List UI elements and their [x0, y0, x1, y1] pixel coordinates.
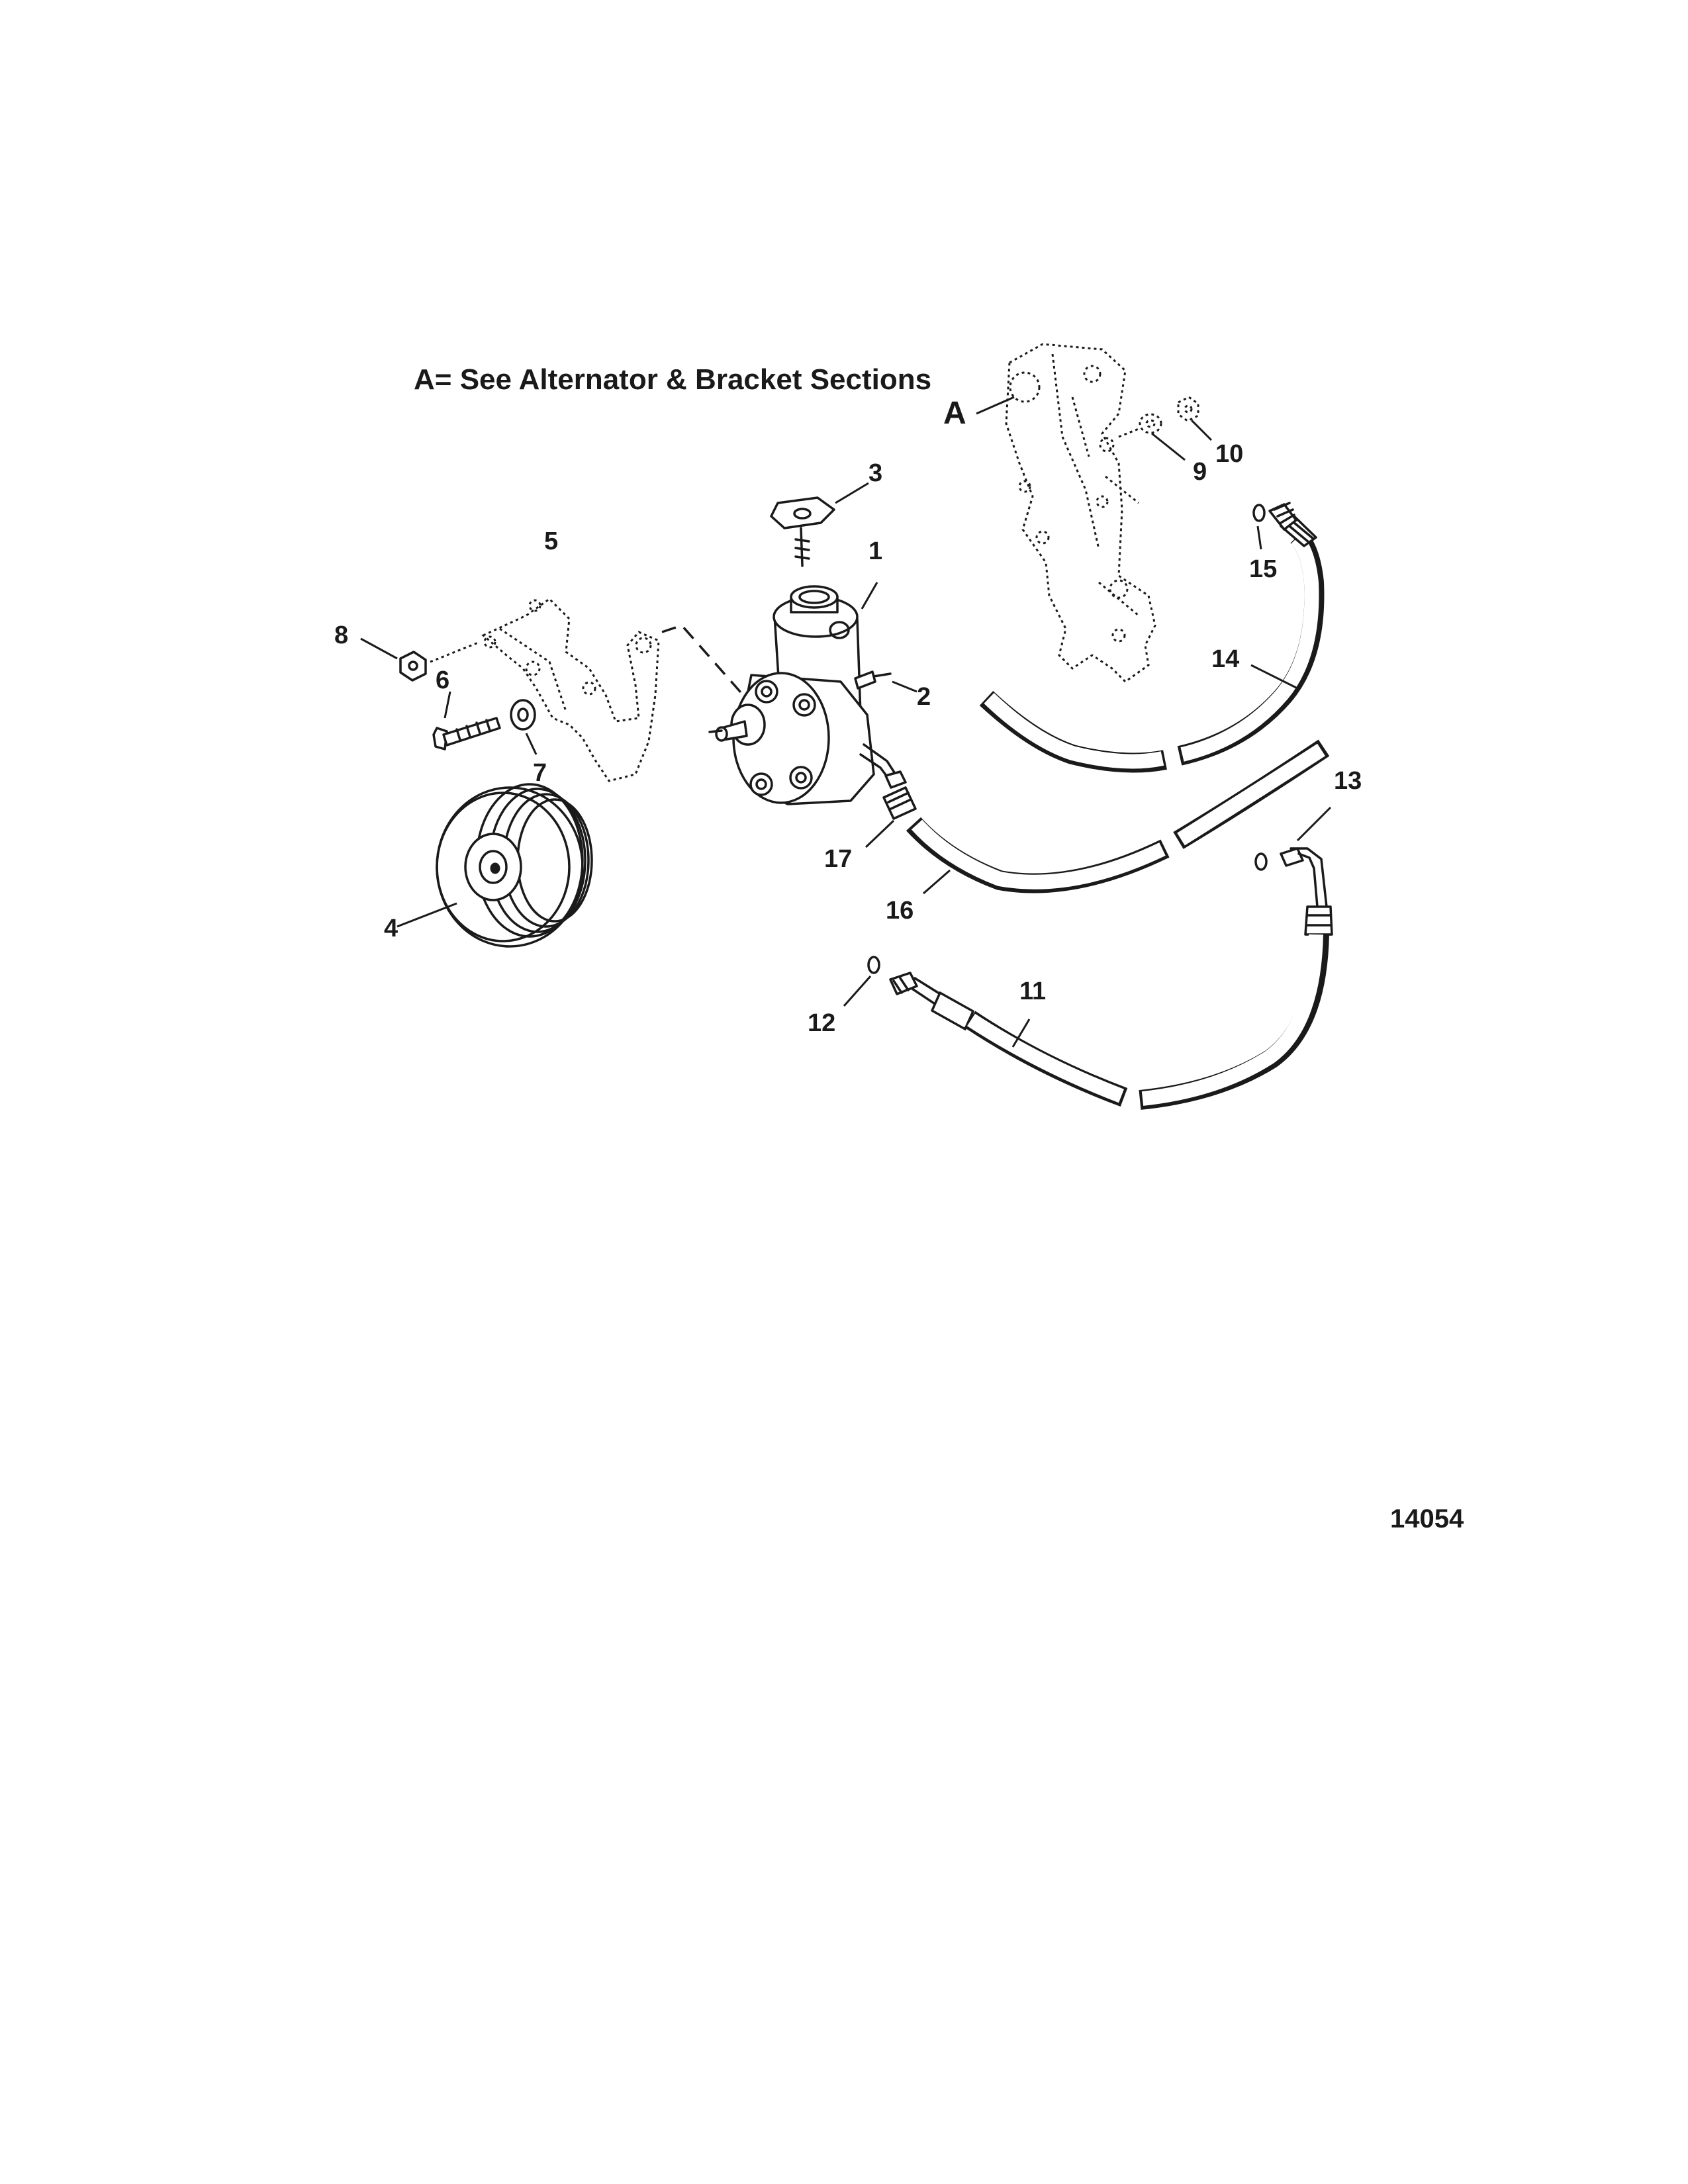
o-ring-15 [1252, 504, 1266, 522]
callout-17: 17 [824, 845, 852, 873]
callout-4: 4 [384, 915, 398, 942]
pulley-4 [436, 783, 593, 948]
callout-14: 14 [1211, 645, 1239, 673]
hose-11 [889, 934, 1329, 1110]
fitting-2 [854, 670, 892, 690]
o-ring-12 [867, 956, 880, 974]
elbow-fitting-13 [1254, 847, 1333, 936]
callout-11: 11 [1019, 978, 1046, 1005]
hose-16 [906, 739, 1330, 893]
pump-bracket-5 [481, 598, 660, 782]
callout-6: 6 [436, 666, 449, 694]
callout-8: 8 [334, 621, 348, 649]
fitting-17 [882, 786, 917, 820]
reservoir-cap-3 [770, 496, 835, 567]
nut-8 [399, 651, 427, 682]
callout-10: 10 [1215, 440, 1243, 468]
callout-5: 5 [544, 527, 558, 555]
figure-id: 14054 [1390, 1504, 1464, 1533]
callout-3: 3 [868, 459, 882, 487]
note-text: A= See Alternator & Bracket Sections [414, 363, 931, 396]
alternator-bracket [1005, 343, 1156, 683]
callout-13: 13 [1334, 767, 1362, 795]
bolt-6 [432, 717, 501, 751]
power-steering-pump-1 [708, 585, 907, 805]
washer-7 [510, 699, 536, 731]
callout-15: 15 [1249, 555, 1277, 583]
nut-10 [1177, 396, 1199, 422]
spacer-9 [1118, 413, 1162, 438]
callout-2: 2 [917, 683, 931, 711]
callout-9: 9 [1193, 458, 1207, 486]
callout-12: 12 [808, 1009, 835, 1037]
callout-1: 1 [868, 537, 882, 565]
callout-7: 7 [533, 759, 547, 787]
bracket-ref-label: A [943, 396, 966, 431]
callout-16: 16 [886, 897, 914, 925]
hose-14 [979, 502, 1325, 773]
